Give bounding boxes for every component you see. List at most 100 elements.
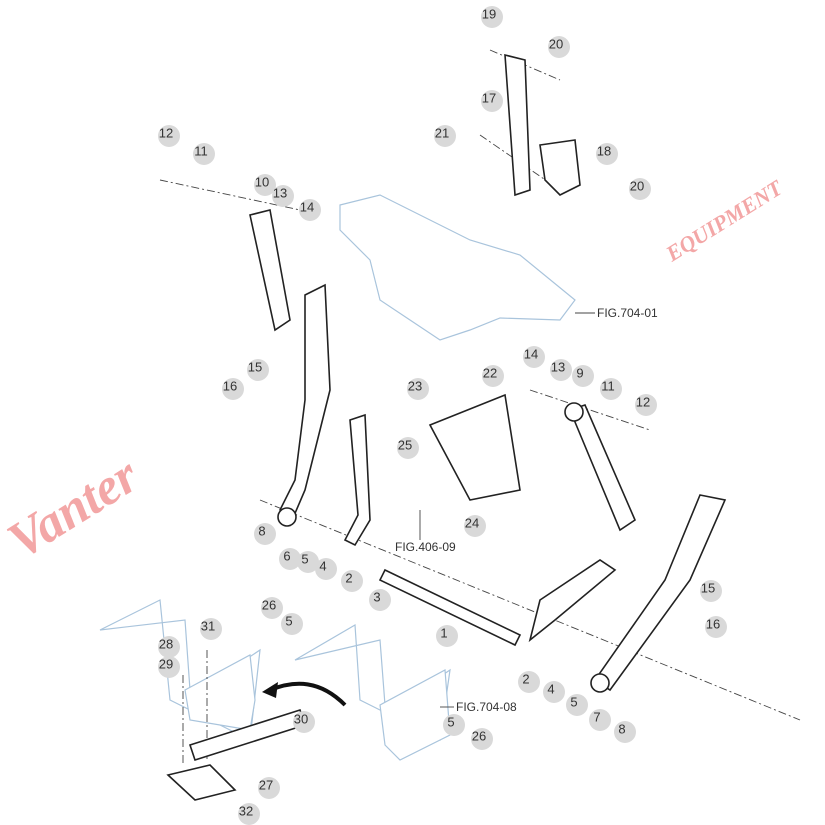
callout-28[interactable]: 28 [158,636,180,658]
callout-14[interactable]: 14 [523,346,545,368]
callout-2[interactable]: 2 [518,671,540,693]
fig-ref-406-09[interactable]: FIG.406-09 [395,540,456,554]
callout-21[interactable]: 21 [434,125,456,147]
callout-number: 24 [465,516,479,531]
callout-bubble [518,671,540,693]
callout-number: 8 [618,722,625,737]
callout-20[interactable]: 20 [629,178,651,200]
callout-bubble [600,378,622,400]
callout-26[interactable]: 26 [471,728,493,750]
callout-bubble [566,694,588,716]
callout-20[interactable]: 20 [548,36,570,58]
callout-number: 19 [482,7,496,22]
callout-13[interactable]: 13 [550,359,572,381]
callout-25[interactable]: 25 [397,437,419,459]
callout-number: 22 [483,366,497,381]
callout-17[interactable]: 17 [481,90,503,112]
callout-15[interactable]: 15 [700,580,722,602]
callout-12[interactable]: 12 [635,394,657,416]
fig-ref-704-01[interactable]: FIG.704-01 [597,306,658,320]
callout-number: 28 [159,637,173,652]
callout-6[interactable]: 6 [279,548,301,570]
callout-4[interactable]: 4 [315,558,337,580]
callout-bubble [258,777,280,799]
callout-number: 11 [194,144,208,159]
callout-number: 26 [472,729,486,744]
callout-31[interactable]: 31 [200,618,222,640]
callout-bubble [572,365,594,387]
callout-bubble [589,709,611,731]
cover [428,393,521,501]
callout-13[interactable]: 13 [272,185,294,207]
plate [166,764,237,801]
callout-26[interactable]: 26 [261,597,283,619]
callout-bubble [481,6,503,28]
callout-8[interactable]: 8 [254,523,276,545]
callout-29[interactable]: 29 [158,656,180,678]
cross-shaft [378,568,522,647]
callout-bubble [369,589,391,611]
callout-bubble [464,515,486,537]
callout-3[interactable]: 3 [369,589,391,611]
callout-11[interactable]: 11 [193,143,215,165]
callout-7[interactable]: 7 [589,709,611,731]
fig-ref-704-08[interactable]: FIG.704-08 [456,700,517,714]
callout-bubble [700,580,722,602]
callout-number: 32 [239,804,253,819]
callout-32[interactable]: 32 [238,803,260,825]
callout-9[interactable]: 9 [572,365,594,387]
callout-19[interactable]: 19 [481,6,503,28]
callout-11[interactable]: 11 [600,378,622,400]
callout-number: 23 [408,379,422,394]
parts [166,53,727,801]
callout-5[interactable]: 5 [297,551,319,573]
callout-number: 12 [636,395,650,410]
callout-18[interactable]: 18 [596,143,618,165]
callout-number: 25 [398,438,412,453]
callout-15[interactable]: 15 [247,359,269,381]
callout-bubble [482,365,504,387]
callout-4[interactable]: 4 [543,681,565,703]
arrowhead-icon [262,682,278,698]
callout-14[interactable]: 14 [299,199,321,221]
callout-16[interactable]: 16 [222,378,244,400]
callout-30[interactable]: 30 [293,711,315,733]
callout-23[interactable]: 23 [407,378,429,400]
callout-number: 14 [300,200,314,215]
callout-bubble [254,174,276,196]
callout-10[interactable]: 10 [254,174,276,196]
callout-1[interactable]: 1 [436,625,458,647]
callout-22[interactable]: 22 [482,365,504,387]
callout-5[interactable]: 5 [443,714,465,736]
callout-number: 5 [447,715,454,730]
callout-bubble [543,681,565,703]
lift-rod-right [528,559,617,643]
callout-bubble [299,199,321,221]
callout-number: 2 [345,571,352,586]
callout-2[interactable]: 2 [341,570,363,592]
callout-number: 13 [273,186,287,201]
callout-number: 5 [285,614,292,629]
callout-5[interactable]: 5 [566,694,588,716]
callout-number: 16 [706,617,720,632]
callout-5[interactable]: 5 [281,613,303,635]
callout-number: 18 [597,144,611,159]
callout-27[interactable]: 27 [258,777,280,799]
callout-number: 3 [373,590,380,605]
callout-bubble [158,125,180,147]
callout-bubble [407,378,429,400]
callout-number: 13 [551,360,565,375]
callout-number: 4 [547,682,554,697]
callout-8[interactable]: 8 [614,721,636,743]
top-link [504,53,531,197]
callout-bubble [341,570,363,592]
callout-24[interactable]: 24 [464,515,486,537]
callout-bubble [254,523,276,545]
callout-12[interactable]: 12 [158,125,180,147]
callout-16[interactable]: 16 [705,616,727,638]
callout-bubble [397,437,419,459]
callout-number: 5 [570,695,577,710]
bracket [539,139,581,196]
